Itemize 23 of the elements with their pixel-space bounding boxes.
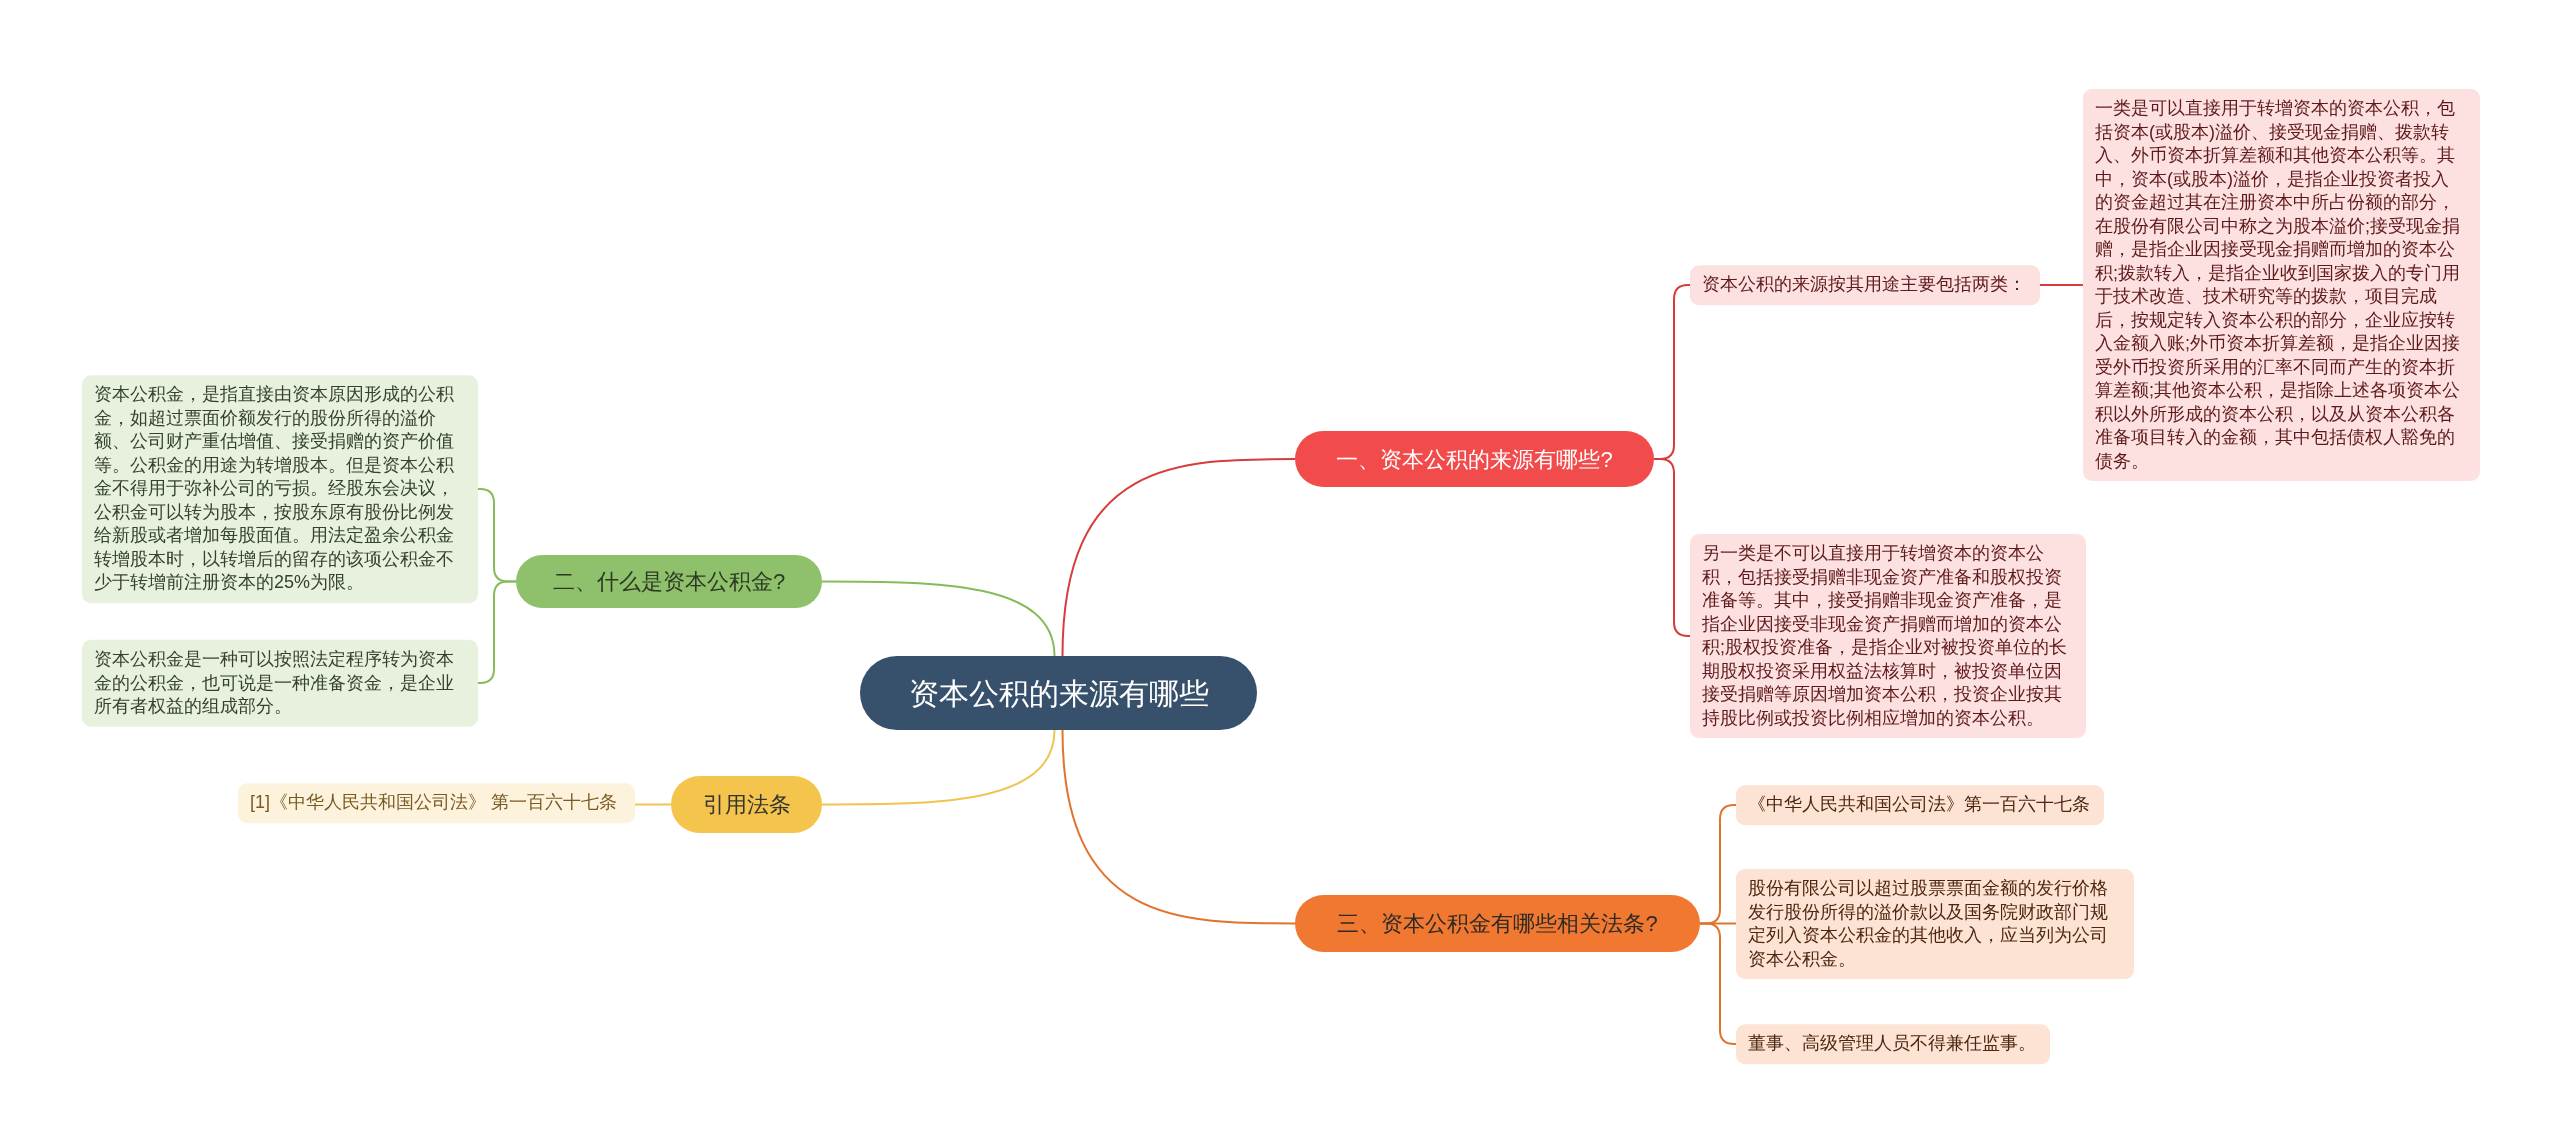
connector-line xyxy=(1699,922,1737,1045)
note-card: 资本公积的来源按其用途主要包括两类： xyxy=(1690,265,2040,305)
connector-line xyxy=(2039,284,2084,286)
connector-line xyxy=(477,580,517,684)
connector-line xyxy=(1653,458,1691,637)
connector-line xyxy=(1061,729,1296,925)
note-card: 股份有限公司以超过股票票面金额的发行价格发行股份所得的溢价款以及国务院财政部门规定列入资本公积金的其他收入，应当列为公司资本公积金。 xyxy=(1736,869,2134,979)
note-card: [1]《中华人民共和国公司法》 第一百六十七条 xyxy=(238,783,635,823)
note-card: 另一类是不可以直接用于转增资本的资本公积，包括接受捐赠非现金资产准备和股权投资准备等。其中，接受捐赠非现金资产准备，是指企业因接受非现金资产捐赠而增加的资本公积;股权投资准备，是指企业对被投资单位的长期股权投资采用权益法核算时，被投资单位因接受捐赠等原因增加资本公积，投资企业按其持股比例或投资比例相应增加的资本公积。 xyxy=(1690,534,2086,738)
branch-topic: 三、资本公积金有哪些相关法条? xyxy=(1295,895,1700,952)
note-card: 《中华人民共和国公司法》第一百六十七条 xyxy=(1736,785,2104,825)
branch-topic: 一、资本公积的来源有哪些? xyxy=(1295,431,1654,487)
central-topic: 资本公积的来源有哪些 xyxy=(860,656,1257,730)
branch-topic: 二、什么是资本公积金? xyxy=(516,555,822,608)
connector-line xyxy=(821,580,1056,657)
connector-line xyxy=(634,803,672,806)
branch-topic: 引用法条 xyxy=(671,776,822,833)
note-card: 资本公积金，是指直接由资本原因形成的公积金，如超过票面价额发行的股份所得的溢价额、公司财产重估增值、接受捐赠的资产价值等。公积金的用途为转增股本。但是资本公积金不得用于弥补公司的亏损。经股东会决议，公积金可以转为股本，按股东原有股份比例发给新股或者增加每股面值。用法定盈余公积金转增股本时，以转增后的留存的该项公积金不少于转增前注册资本的25%为限。 xyxy=(82,375,478,603)
connector-line xyxy=(1061,458,1296,657)
note-card: 资本公积金是一种可以按照法定程序转为资本金的公积金，也可说是一种准备资金，是企业所有者权益的组成部分。 xyxy=(82,639,478,727)
note-card: 一类是可以直接用于转增资本的资本公积，包括资本(或股本)溢价、接受现金捐赠、拨款转入、外币资本折算差额和其他资本公积等。其中，资本(或股本)溢价，是指企业投资者投入的资金超过其在注册资本中所占份额的部分，在股份有限公司中称之为股本溢价;接受现金捐赠，是指企业因接受现金捐赠而增加的资本公积;拨款转入，是指企业收到国家拨入的专门用于技术改造、技术研究等的拨款，项目完成后，按规定转入资本公积的部分，企业应按转入金额入账;外币资本折算差额，是指企业因接受外币投资所采用的汇率不同而产生的资本折算差额;其他资本公积，是指除上述各项资本公积以外所形成的资本公积，以及从资本公积各准备项目转入的金额，其中包括债权人豁免的债务。 xyxy=(2083,89,2480,481)
connector-line xyxy=(821,729,1056,806)
note-card: 董事、高级管理人员不得兼任监事。 xyxy=(1736,1024,2050,1064)
